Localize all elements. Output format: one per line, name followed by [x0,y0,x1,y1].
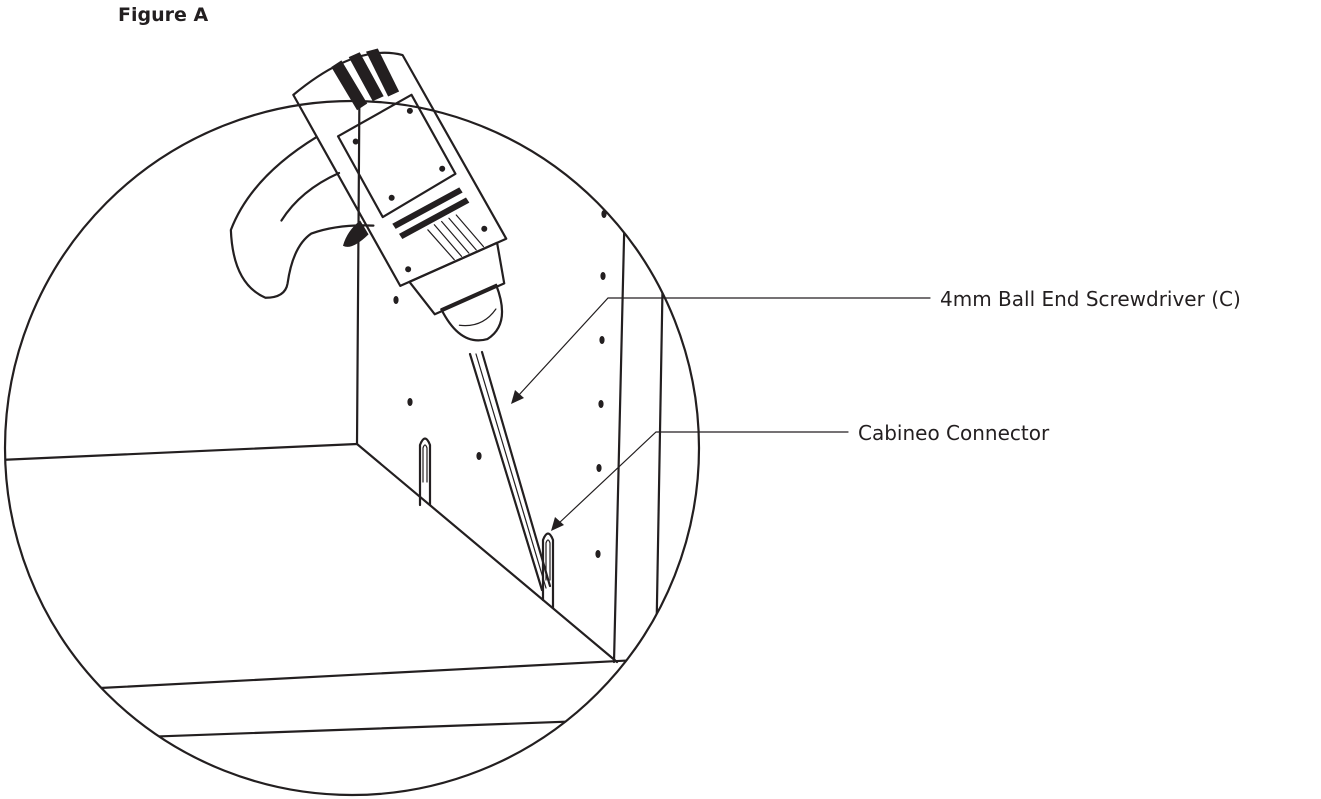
shelf-side-edge [355,442,619,664]
base-bottom-edge [58,716,670,742]
shelf-back-edge [5,442,359,462]
cabineo-connector-right [541,532,555,610]
cabineo-connector-left [418,437,432,507]
leader-connector [551,431,849,531]
side-panel-outer-edge [654,101,668,661]
base-top-edge [98,657,670,722]
side-panel-top [628,70,666,92]
power-drill [229,48,508,342]
cabinet-interior [5,70,670,744]
base-lower-edge [5,738,62,744]
shelf-pin-holes [393,146,609,558]
leader-screwdriver [511,297,931,404]
figure-title: Figure A [118,4,209,26]
screwdriver-shaft [468,350,552,592]
base-front-edge [5,686,102,697]
detail-circle [3,99,701,797]
connector-callout-label: Cabineo Connector [858,421,1050,445]
side-panel-inner-edge [612,101,630,664]
screwdriver-callout-label: 4mm Ball End Screwdriver (C) [940,287,1241,311]
